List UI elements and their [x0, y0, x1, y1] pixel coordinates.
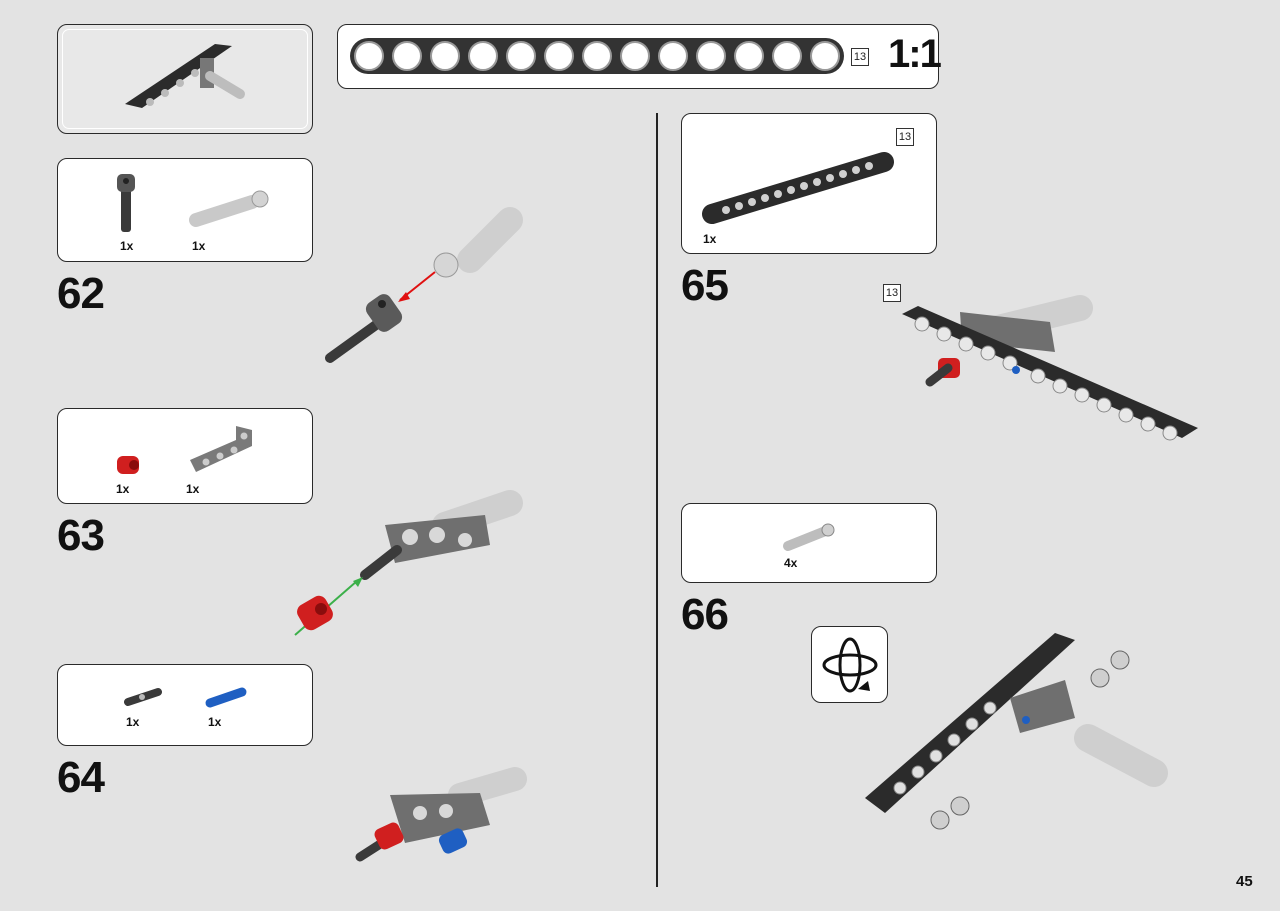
part-axle-connector-image — [117, 174, 135, 232]
ruler-hole — [772, 41, 802, 71]
step-62-parts-panel — [57, 158, 313, 262]
part-gray-pin-image — [783, 523, 835, 551]
ruler-hole — [620, 41, 650, 71]
page-number: 45 — [1236, 873, 1253, 890]
step-63-part-1-qty: 1x — [116, 482, 130, 496]
step-65-assembly-size-tag: 13 — [883, 284, 901, 302]
part-black-pin-image — [124, 688, 162, 706]
step-65-part-size-tag: 13 — [896, 128, 914, 146]
ruler-hole — [658, 41, 688, 71]
step-63-number: 63 — [57, 511, 105, 560]
part-blue-pin-image — [205, 687, 247, 708]
step-64-assembly-image — [355, 767, 527, 862]
rotate-model-icon — [822, 637, 878, 693]
scale-label: 1:1 — [888, 32, 942, 76]
step-64-part-2-qty: 1x — [208, 715, 222, 729]
step-66-number: 66 — [681, 590, 729, 639]
step-62-part-1-qty: 1x — [120, 239, 134, 253]
step-64-part-1-qty: 1x — [126, 715, 140, 729]
ruler-hole — [810, 41, 840, 71]
step-62-number: 62 — [57, 269, 105, 318]
previous-assembly-panel — [57, 24, 313, 134]
part-long-beam-image — [702, 152, 894, 224]
ruler-hole — [468, 41, 498, 71]
step-63-parts-panel — [57, 408, 313, 504]
ruler-hole — [430, 41, 460, 71]
step-64-number: 64 — [57, 753, 105, 802]
ruler-hole — [354, 41, 384, 71]
ruler-hole — [544, 41, 574, 71]
step-65-assembly-image — [902, 295, 1198, 441]
column-divider — [656, 113, 658, 887]
ruler-hole — [696, 41, 726, 71]
ruler-hole — [582, 41, 612, 71]
previous-assembly-image — [125, 44, 245, 108]
ruler-beam — [350, 38, 844, 74]
step-62-assembly-image — [325, 207, 523, 363]
ruler-hole — [734, 41, 764, 71]
ruler-hole — [506, 41, 536, 71]
step-63-assembly-image — [294, 490, 523, 636]
step-66-assembly-image — [865, 633, 1168, 830]
part-gray-lever-image — [190, 426, 252, 472]
step-65-number: 65 — [681, 261, 729, 310]
ruler-hole — [392, 41, 422, 71]
ruler-size-tag: 13 — [851, 48, 869, 66]
part-red-bush-image — [117, 456, 139, 474]
part-gray-axle-image — [189, 190, 269, 227]
step-64-parts-panel — [57, 664, 313, 746]
step-66-parts-panel — [681, 503, 937, 583]
step-63-part-2-qty: 1x — [186, 482, 200, 496]
step-65-part-1-qty: 1x — [703, 232, 717, 246]
step-62-part-2-qty: 1x — [192, 239, 206, 253]
step-66-part-1-qty: 4x — [784, 556, 798, 570]
